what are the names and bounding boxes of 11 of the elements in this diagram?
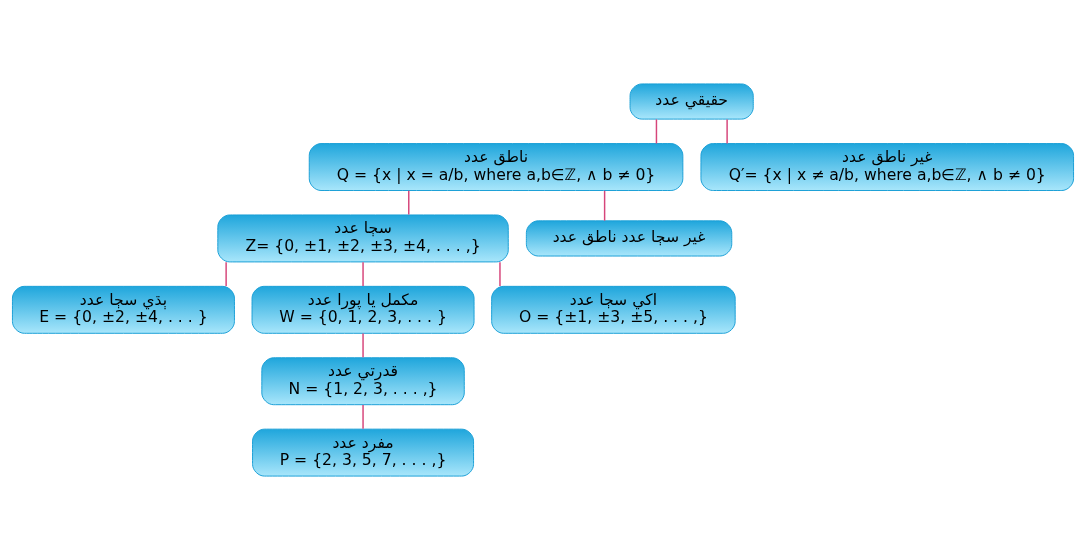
node-box: غير سڄا عدد ناطق عدد [525, 220, 733, 257]
node-box: حقيقي عدد [629, 83, 754, 120]
connector [603, 190, 606, 222]
connector [225, 261, 227, 287]
connector [362, 261, 364, 287]
connector [362, 404, 364, 430]
connector [726, 118, 728, 145]
connector [362, 332, 364, 359]
connector [655, 118, 658, 145]
connector [499, 261, 501, 287]
connector [408, 190, 410, 216]
